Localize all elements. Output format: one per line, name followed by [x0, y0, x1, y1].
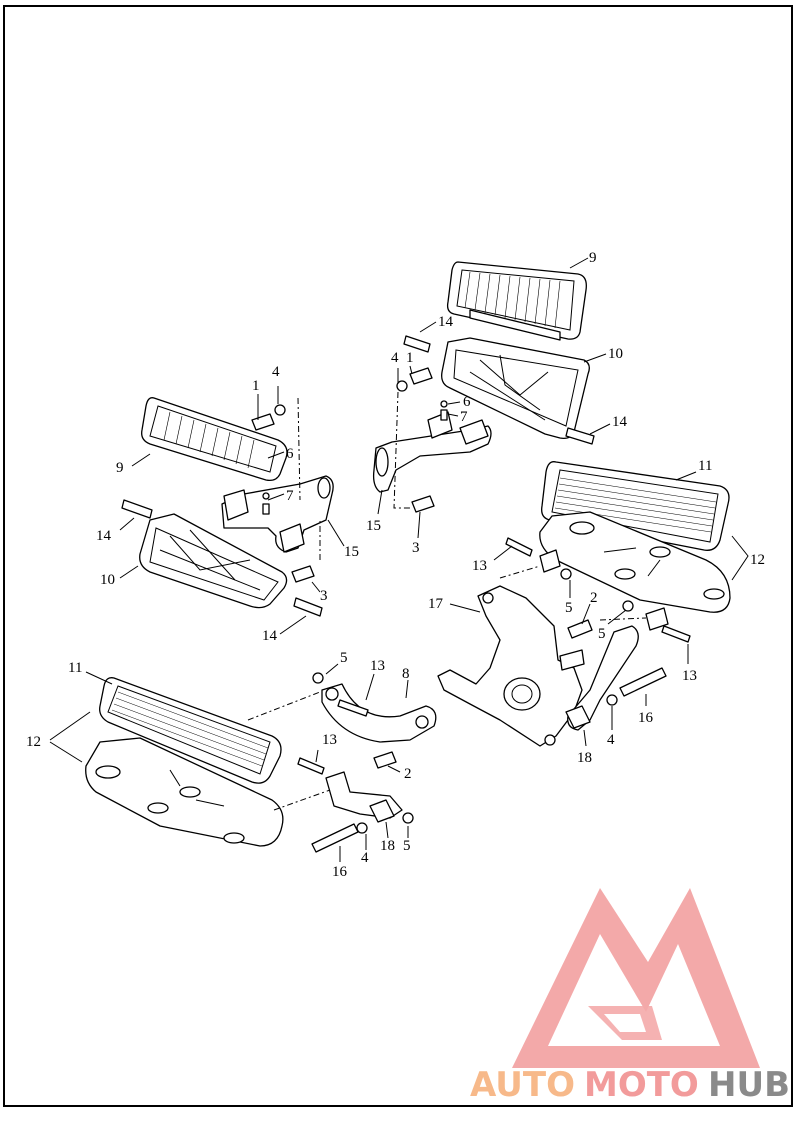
callout-18-right: 18	[577, 750, 592, 766]
callout-13-lower-b: 13	[322, 732, 337, 748]
bolt-13-right-b	[661, 625, 691, 643]
floorboard-base-upper-left	[139, 513, 288, 609]
callout-16-right: 16	[638, 710, 654, 726]
nut-5-right-b	[622, 600, 634, 612]
pin-14-upper-right-a	[403, 335, 431, 353]
callout-9-upper-right: 9	[589, 250, 597, 266]
callout-6-upper-left: 6	[286, 446, 294, 462]
shift-lever-8	[321, 683, 437, 743]
callout-10-upper-right: 10	[608, 346, 623, 362]
bolt-13-right-a	[505, 537, 533, 557]
callout-9-upper-left: 9	[116, 460, 124, 476]
shift-arm-18-right	[565, 625, 639, 731]
bolt-1-upper-left	[251, 413, 275, 431]
callout-labels: 9 14 4 1 10 6 7 14 15 3 1 4 9 6 7 14 10 …	[26, 250, 765, 880]
floorboard-pad-lower-left	[99, 677, 282, 784]
floorboard-pad-right	[541, 461, 730, 551]
ball-6-upper-left	[262, 492, 270, 500]
bolt-1-upper-right	[409, 367, 433, 385]
callout-1-upper-right: 1	[406, 350, 414, 366]
bracket-15-upper-left	[221, 475, 334, 553]
callout-4-lower: 4	[361, 850, 369, 866]
nut-5-right-a	[560, 568, 572, 580]
callout-4-upper-right: 4	[391, 350, 399, 366]
spring-7-upper-right	[440, 409, 448, 421]
callout-14-upper-right: 14	[438, 314, 454, 330]
bolt-13-lower-b	[297, 757, 325, 775]
floorboard-pad-upper-right	[446, 261, 587, 341]
bolt-3-upper-right	[411, 495, 435, 513]
spring-7-upper-left	[262, 503, 270, 515]
shift-arm-18-lower	[325, 771, 403, 823]
callout-5-lower-b: 5	[403, 838, 411, 854]
logo-word-auto: AUTO	[470, 1065, 575, 1105]
callout-11-right: 11	[698, 458, 712, 474]
washer-4-lower	[356, 822, 368, 834]
pin-14-upper-left-b	[293, 597, 323, 617]
bolt-2-lower	[373, 751, 397, 769]
callout-12-lower-left: 12	[26, 734, 41, 750]
callout-14-upper-left: 14	[96, 528, 112, 544]
floorboard-pad-upper-left	[141, 397, 288, 482]
callout-5-right-b: 5	[598, 626, 606, 642]
floorboard-base-lower-left	[85, 737, 284, 847]
logo-mark	[512, 888, 760, 1068]
logo-word-moto: MOTO	[584, 1065, 699, 1105]
callout-7-upper-left: 7	[286, 488, 294, 504]
callout-11-lower-left: 11	[68, 660, 82, 676]
leader-lines	[49, 257, 749, 862]
callout-16-lower: 16	[332, 864, 348, 880]
callout-3-upper-right: 3	[412, 540, 420, 556]
callout-4-right: 4	[607, 732, 615, 748]
callout-4-upper-left: 4	[272, 364, 280, 380]
ball-6-upper-right	[440, 400, 448, 408]
pin-14-upper-left-a	[121, 499, 153, 519]
bolt-3-upper-left	[291, 565, 315, 583]
callout-7-upper-right: 7	[460, 409, 468, 425]
callout-3-upper-left: 3	[320, 588, 328, 604]
washer-4-right	[606, 694, 618, 706]
callout-10-upper-left: 10	[100, 572, 115, 588]
nut-5-lower-b	[402, 812, 414, 824]
callout-8: 8	[402, 666, 410, 682]
callout-5-lower-a: 5	[340, 650, 348, 666]
callout-2-lower: 2	[404, 766, 412, 782]
callout-5-right-a: 5	[565, 600, 573, 616]
pin-14-upper-right-b	[565, 427, 595, 445]
bolt-16-lower	[311, 823, 359, 853]
callout-2-right: 2	[590, 590, 598, 606]
callout-13-right-a: 13	[472, 558, 487, 574]
callout-14-upper-left-b: 14	[262, 628, 278, 644]
callout-1-upper-left: 1	[252, 378, 260, 394]
mount-bracket-17	[437, 585, 585, 747]
bushing-right-b	[645, 607, 669, 631]
callout-13-lower-a: 13	[370, 658, 385, 674]
floorboard-base-upper-right	[441, 337, 590, 440]
nut-5-lower-a	[312, 672, 324, 684]
callout-15-upper-left: 15	[344, 544, 359, 560]
callout-13-right-b: 13	[682, 668, 697, 684]
washer-4-upper-left	[274, 404, 286, 416]
callout-18-lower: 18	[380, 838, 395, 854]
bolt-13-lower-a	[337, 699, 369, 717]
bolt-2-right	[567, 619, 593, 639]
bushing-right-a	[539, 549, 561, 573]
washer-4-upper-right	[396, 380, 408, 392]
callout-17: 17	[428, 596, 444, 612]
bolt-16-right	[619, 667, 667, 697]
callout-6-upper-right: 6	[463, 394, 471, 410]
callout-12-right: 12	[750, 552, 765, 568]
logo-word-hub: HUB	[708, 1065, 790, 1105]
callout-14-upper-right-b: 14	[612, 414, 628, 430]
callout-15-upper-right: 15	[366, 518, 381, 534]
floorboard-base-right	[539, 511, 731, 613]
automotohub-logo	[512, 888, 760, 1068]
bracket-15-upper-right	[372, 411, 492, 493]
